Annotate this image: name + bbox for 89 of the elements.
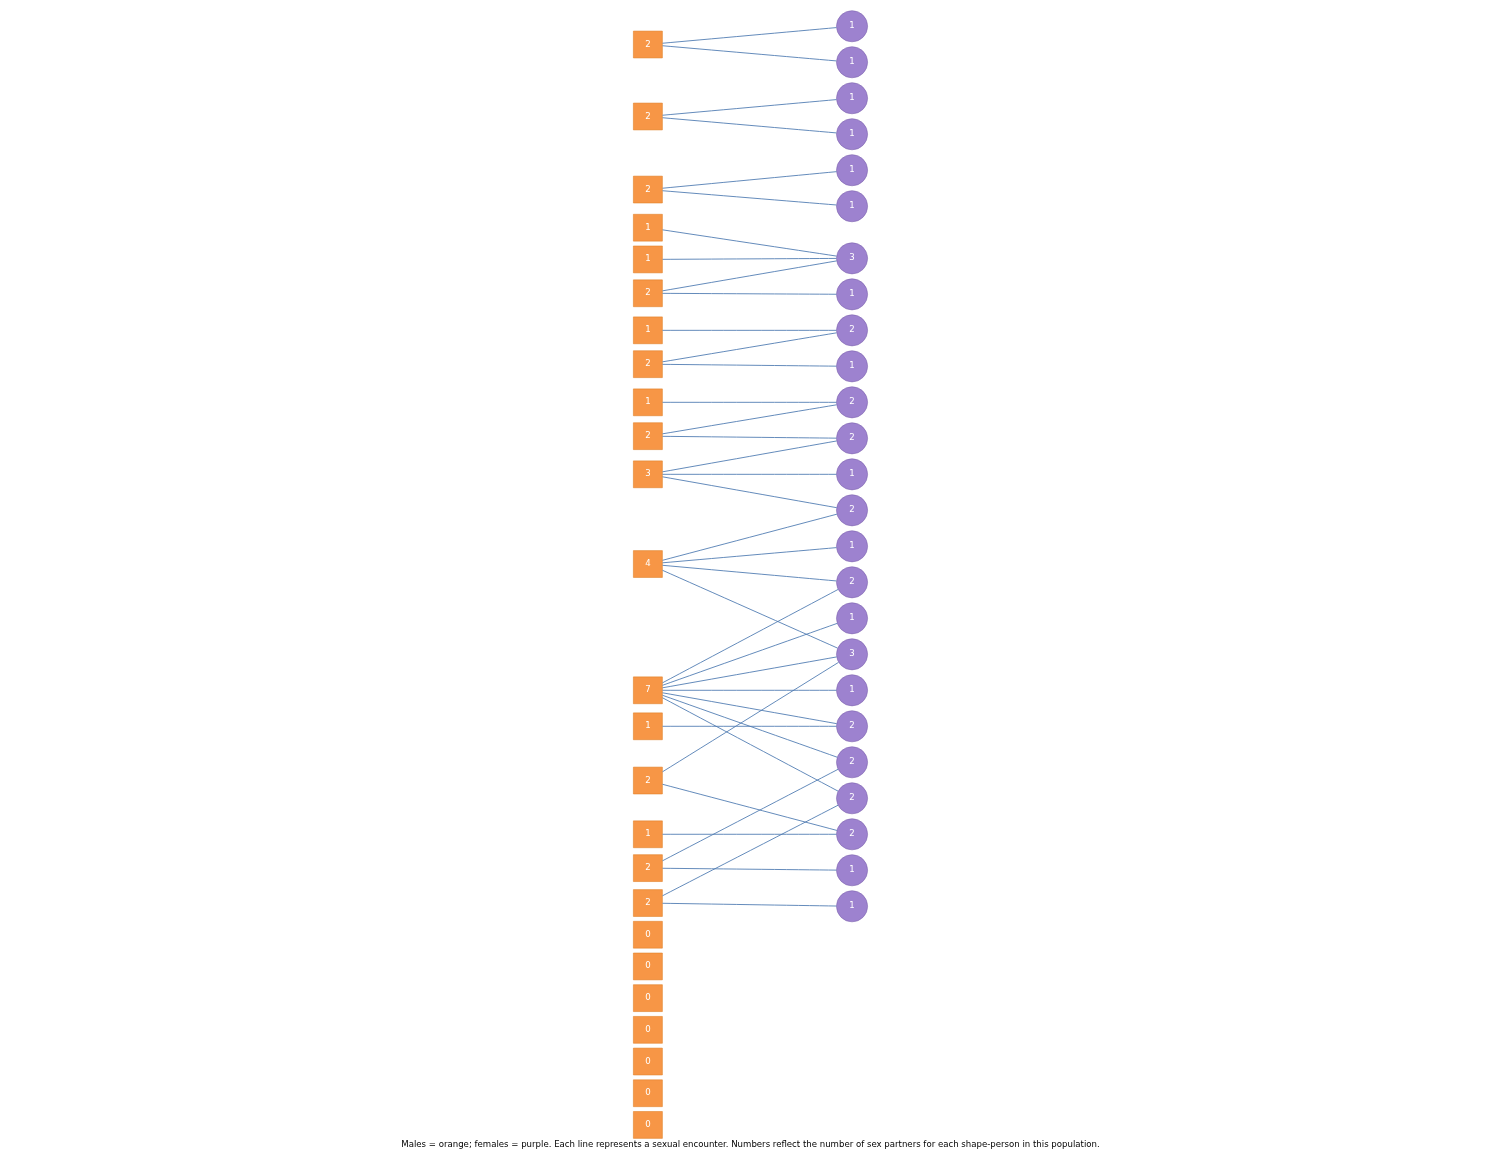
connector bbox=[662, 513, 838, 561]
node-circle: 1 bbox=[836, 118, 868, 151]
node-box: 4 bbox=[633, 550, 663, 578]
node-box: 2 bbox=[633, 30, 663, 59]
connector bbox=[662, 190, 837, 206]
connector bbox=[662, 292, 837, 295]
node-box: 0 bbox=[633, 984, 663, 1012]
connector bbox=[662, 99, 837, 116]
connector bbox=[662, 229, 837, 257]
connector bbox=[662, 440, 838, 473]
node-circle: 2 bbox=[836, 386, 868, 419]
node-circle: 1 bbox=[836, 890, 868, 923]
node-box: 1 bbox=[633, 245, 663, 274]
connector bbox=[662, 260, 838, 292]
connector bbox=[662, 476, 838, 509]
connector bbox=[662, 401, 837, 403]
node-circle: 2 bbox=[836, 818, 868, 851]
node-circle: 1 bbox=[836, 82, 868, 115]
node-box: 0 bbox=[633, 1016, 663, 1044]
connector bbox=[662, 45, 837, 62]
connector bbox=[662, 117, 837, 134]
connector bbox=[662, 725, 837, 727]
node-box: 2 bbox=[633, 422, 663, 450]
connector bbox=[662, 27, 837, 44]
node-box: 1 bbox=[633, 214, 663, 242]
node-circle: 1 bbox=[836, 278, 868, 311]
node-box: 2 bbox=[633, 279, 663, 307]
connector bbox=[662, 329, 837, 331]
connector bbox=[662, 783, 838, 831]
connector bbox=[662, 867, 837, 871]
node-circle: 1 bbox=[836, 46, 868, 79]
connector bbox=[662, 332, 837, 363]
connector bbox=[662, 258, 837, 260]
node-box: 2 bbox=[633, 766, 663, 795]
node-circle: 2 bbox=[836, 314, 868, 347]
connector bbox=[662, 404, 837, 435]
node-circle: 2 bbox=[836, 494, 868, 527]
node-circle: 1 bbox=[836, 674, 868, 707]
node-circle: 1 bbox=[836, 10, 868, 43]
connector bbox=[662, 564, 837, 582]
node-box: 1 bbox=[633, 712, 663, 740]
node-box: 3 bbox=[633, 460, 663, 488]
connector bbox=[662, 473, 837, 475]
node-circle: 2 bbox=[836, 710, 868, 743]
node-circle: 2 bbox=[836, 746, 868, 779]
node-box: 0 bbox=[633, 921, 663, 949]
node-box: 0 bbox=[633, 952, 663, 981]
connector bbox=[662, 692, 838, 725]
node-box: 1 bbox=[633, 820, 663, 848]
connector bbox=[662, 622, 838, 686]
node-circle: 2 bbox=[836, 422, 868, 455]
connector bbox=[662, 589, 839, 684]
node-box: 7 bbox=[633, 676, 663, 704]
connector bbox=[662, 569, 838, 649]
connector bbox=[662, 833, 837, 835]
node-circle: 2 bbox=[836, 566, 868, 599]
connector bbox=[662, 902, 837, 907]
node-box: 0 bbox=[633, 1047, 663, 1076]
connector bbox=[662, 689, 837, 691]
node-circle: 1 bbox=[836, 190, 868, 223]
connector bbox=[662, 694, 838, 758]
node-box: 2 bbox=[633, 889, 663, 917]
node-box: 2 bbox=[633, 854, 663, 882]
node-box: 1 bbox=[633, 316, 663, 345]
connector bbox=[662, 171, 837, 189]
node-circle: 1 bbox=[836, 350, 868, 383]
node-circle: 3 bbox=[836, 242, 868, 275]
node-circle: 1 bbox=[836, 602, 868, 635]
node-box: 2 bbox=[633, 175, 663, 204]
node-box: 0 bbox=[633, 1111, 663, 1139]
node-circle: 1 bbox=[836, 458, 868, 491]
connector bbox=[662, 661, 839, 773]
node-circle: 3 bbox=[836, 638, 868, 671]
connector bbox=[662, 435, 837, 439]
caption: Males = orange; females = purple. Each line represents a sexual encounter. Numbers reflect the number of sex partners for each shape-person in this population. bbox=[401, 1139, 1100, 1150]
connector bbox=[662, 697, 839, 792]
connector bbox=[662, 547, 837, 564]
node-box: 2 bbox=[633, 350, 663, 378]
connector bbox=[662, 804, 839, 897]
node-box: 2 bbox=[633, 102, 663, 131]
connector bbox=[662, 363, 837, 367]
node-circle: 2 bbox=[836, 782, 868, 815]
node-box: 0 bbox=[633, 1079, 663, 1107]
connector bbox=[662, 768, 839, 862]
node-box: 1 bbox=[633, 388, 663, 417]
node-circle: 1 bbox=[836, 530, 868, 563]
node-circle: 1 bbox=[836, 154, 868, 187]
connector bbox=[662, 656, 838, 689]
node-circle: 1 bbox=[836, 854, 868, 887]
